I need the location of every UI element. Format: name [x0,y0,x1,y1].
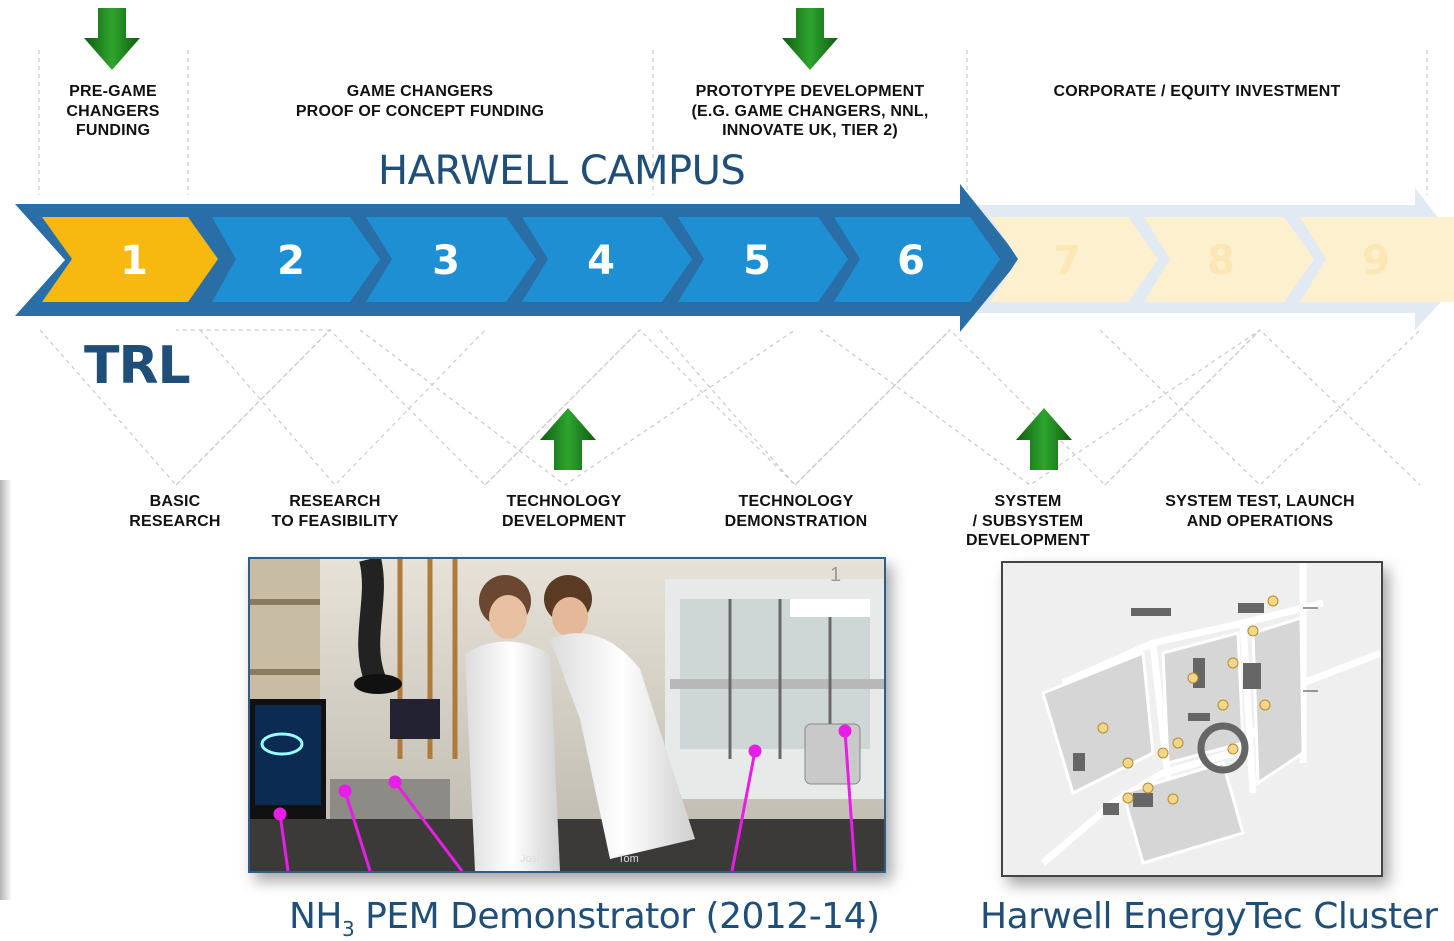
chevron-5 [678,217,848,302]
stage-line: TO FEASIBILITY [271,512,399,530]
chevron-8 [1144,217,1314,302]
campus-map-illustration [1003,563,1381,875]
stage-line: CORPORATE / EQUITY INVESTMENT [1053,83,1341,100]
stage-corporate-equity-investment: CORPORATE / EQUITY INVESTMENT [1000,82,1394,102]
stage-line: GAME CHANGERS [346,83,494,100]
green-down-arrow-icon [782,8,838,70]
trl-number-2: 2 [277,238,305,284]
chevron-6 [834,217,1000,302]
green-up-arrow-icon [1016,408,1072,470]
stage-line: (E.G. GAME CHANGERS, NNL, [691,102,929,120]
campus-map [1001,561,1383,877]
trl-number-9: 9 [1362,238,1390,284]
stage-research-to-feasibility: RESEARCH TO FEASIBILITY [255,492,415,531]
caption-subscript: 3 [342,917,355,941]
cluster-caption: Harwell EnergyTec Cluster [980,896,1438,937]
stage-technology-development: TECHNOLOGY DEVELOPMENT [484,492,644,531]
green-up-arrow-icon [540,408,596,470]
stage-line: / SUBSYSTEM [972,512,1084,530]
stage-line: RESEARCH [289,493,381,510]
trl-number-3: 3 [432,238,460,284]
chevron-3 [366,217,536,302]
stage-line: AND OPERATIONS [1186,512,1334,530]
stage-line: TECHNOLOGY [506,493,622,510]
stage-line: PROTOTYPE DEVELOPMENT [695,83,925,100]
chevron-7 [990,217,1158,302]
stage-line: PROOF OF CONCEPT FUNDING [295,102,545,120]
trl-number-7: 7 [1053,238,1081,284]
demonstrator-caption: NH3 PEM Demonstrator (2012-14) [289,896,880,941]
trl-number-4: 4 [587,238,615,284]
stage-technology-demonstration: TECHNOLOGY DEMONSTRATION [705,492,887,531]
trl-number-1: 1 [120,238,148,284]
chevron-1 [42,217,218,302]
stage-line: PRE-GAME [69,83,157,100]
trl-number-5: 5 [743,238,771,284]
stage-system-subsystem-development: SYSTEM / SUBSYSTEM DEVELOPMENT [950,492,1106,551]
chevron-4 [522,217,692,302]
caption-text: PEM Demonstrator (2012-14) [354,896,880,937]
stage-line: BASIC [149,493,201,510]
stage-line: DEVELOPMENT [966,532,1090,549]
stage-game-changers-poc-funding: GAME CHANGERS PROOF OF CONCEPT FUNDING [260,82,580,121]
stage-line: SYSTEM [994,493,1062,510]
photo-person-label: Josh [520,853,543,865]
stage-prototype-development: PROTOTYPE DEVELOPMENT (E.G. GAME CHANGER… [660,82,960,141]
stage-basic-research: BASIC RESEARCH [110,492,240,531]
stage-line: CHANGERS [66,102,160,120]
chevron-9 [1300,217,1454,302]
caption-formula: NH [289,896,343,937]
stage-line: DEMONSTRATION [724,512,868,530]
trl-number-6: 6 [897,238,925,284]
trl-label: TRL [84,336,191,396]
lab-photo: Josh Tom 1 [248,557,886,873]
stage-line: INNOVATE UK, TIER 2) [722,122,898,139]
stage-line: TECHNOLOGY [738,493,854,510]
left-edge-shadow [0,480,12,900]
lab-photo-illustration: Josh Tom 1 [250,559,884,871]
green-down-arrow-icon [84,8,140,70]
campus-title: HARWELL CAMPUS [378,148,746,194]
photo-person-label: Tom [618,853,639,865]
stage-line: SYSTEM TEST, LAUNCH [1165,493,1355,510]
stage-system-test-launch-operations: SYSTEM TEST, LAUNCH AND OPERATIONS [1140,492,1380,531]
stage-pre-game-changers-funding: PRE-GAME CHANGERS FUNDING [48,82,178,141]
trl-number-8: 8 [1207,238,1235,284]
stage-line: FUNDING [75,122,151,139]
photo-corner-number: 1 [830,564,841,586]
stage-line: RESEARCH [129,512,221,530]
stage-line: DEVELOPMENT [502,512,626,530]
trl-chevron-arrow: 1 2 3 4 5 6 7 8 9 [15,184,1454,332]
chevron-2 [212,217,380,302]
